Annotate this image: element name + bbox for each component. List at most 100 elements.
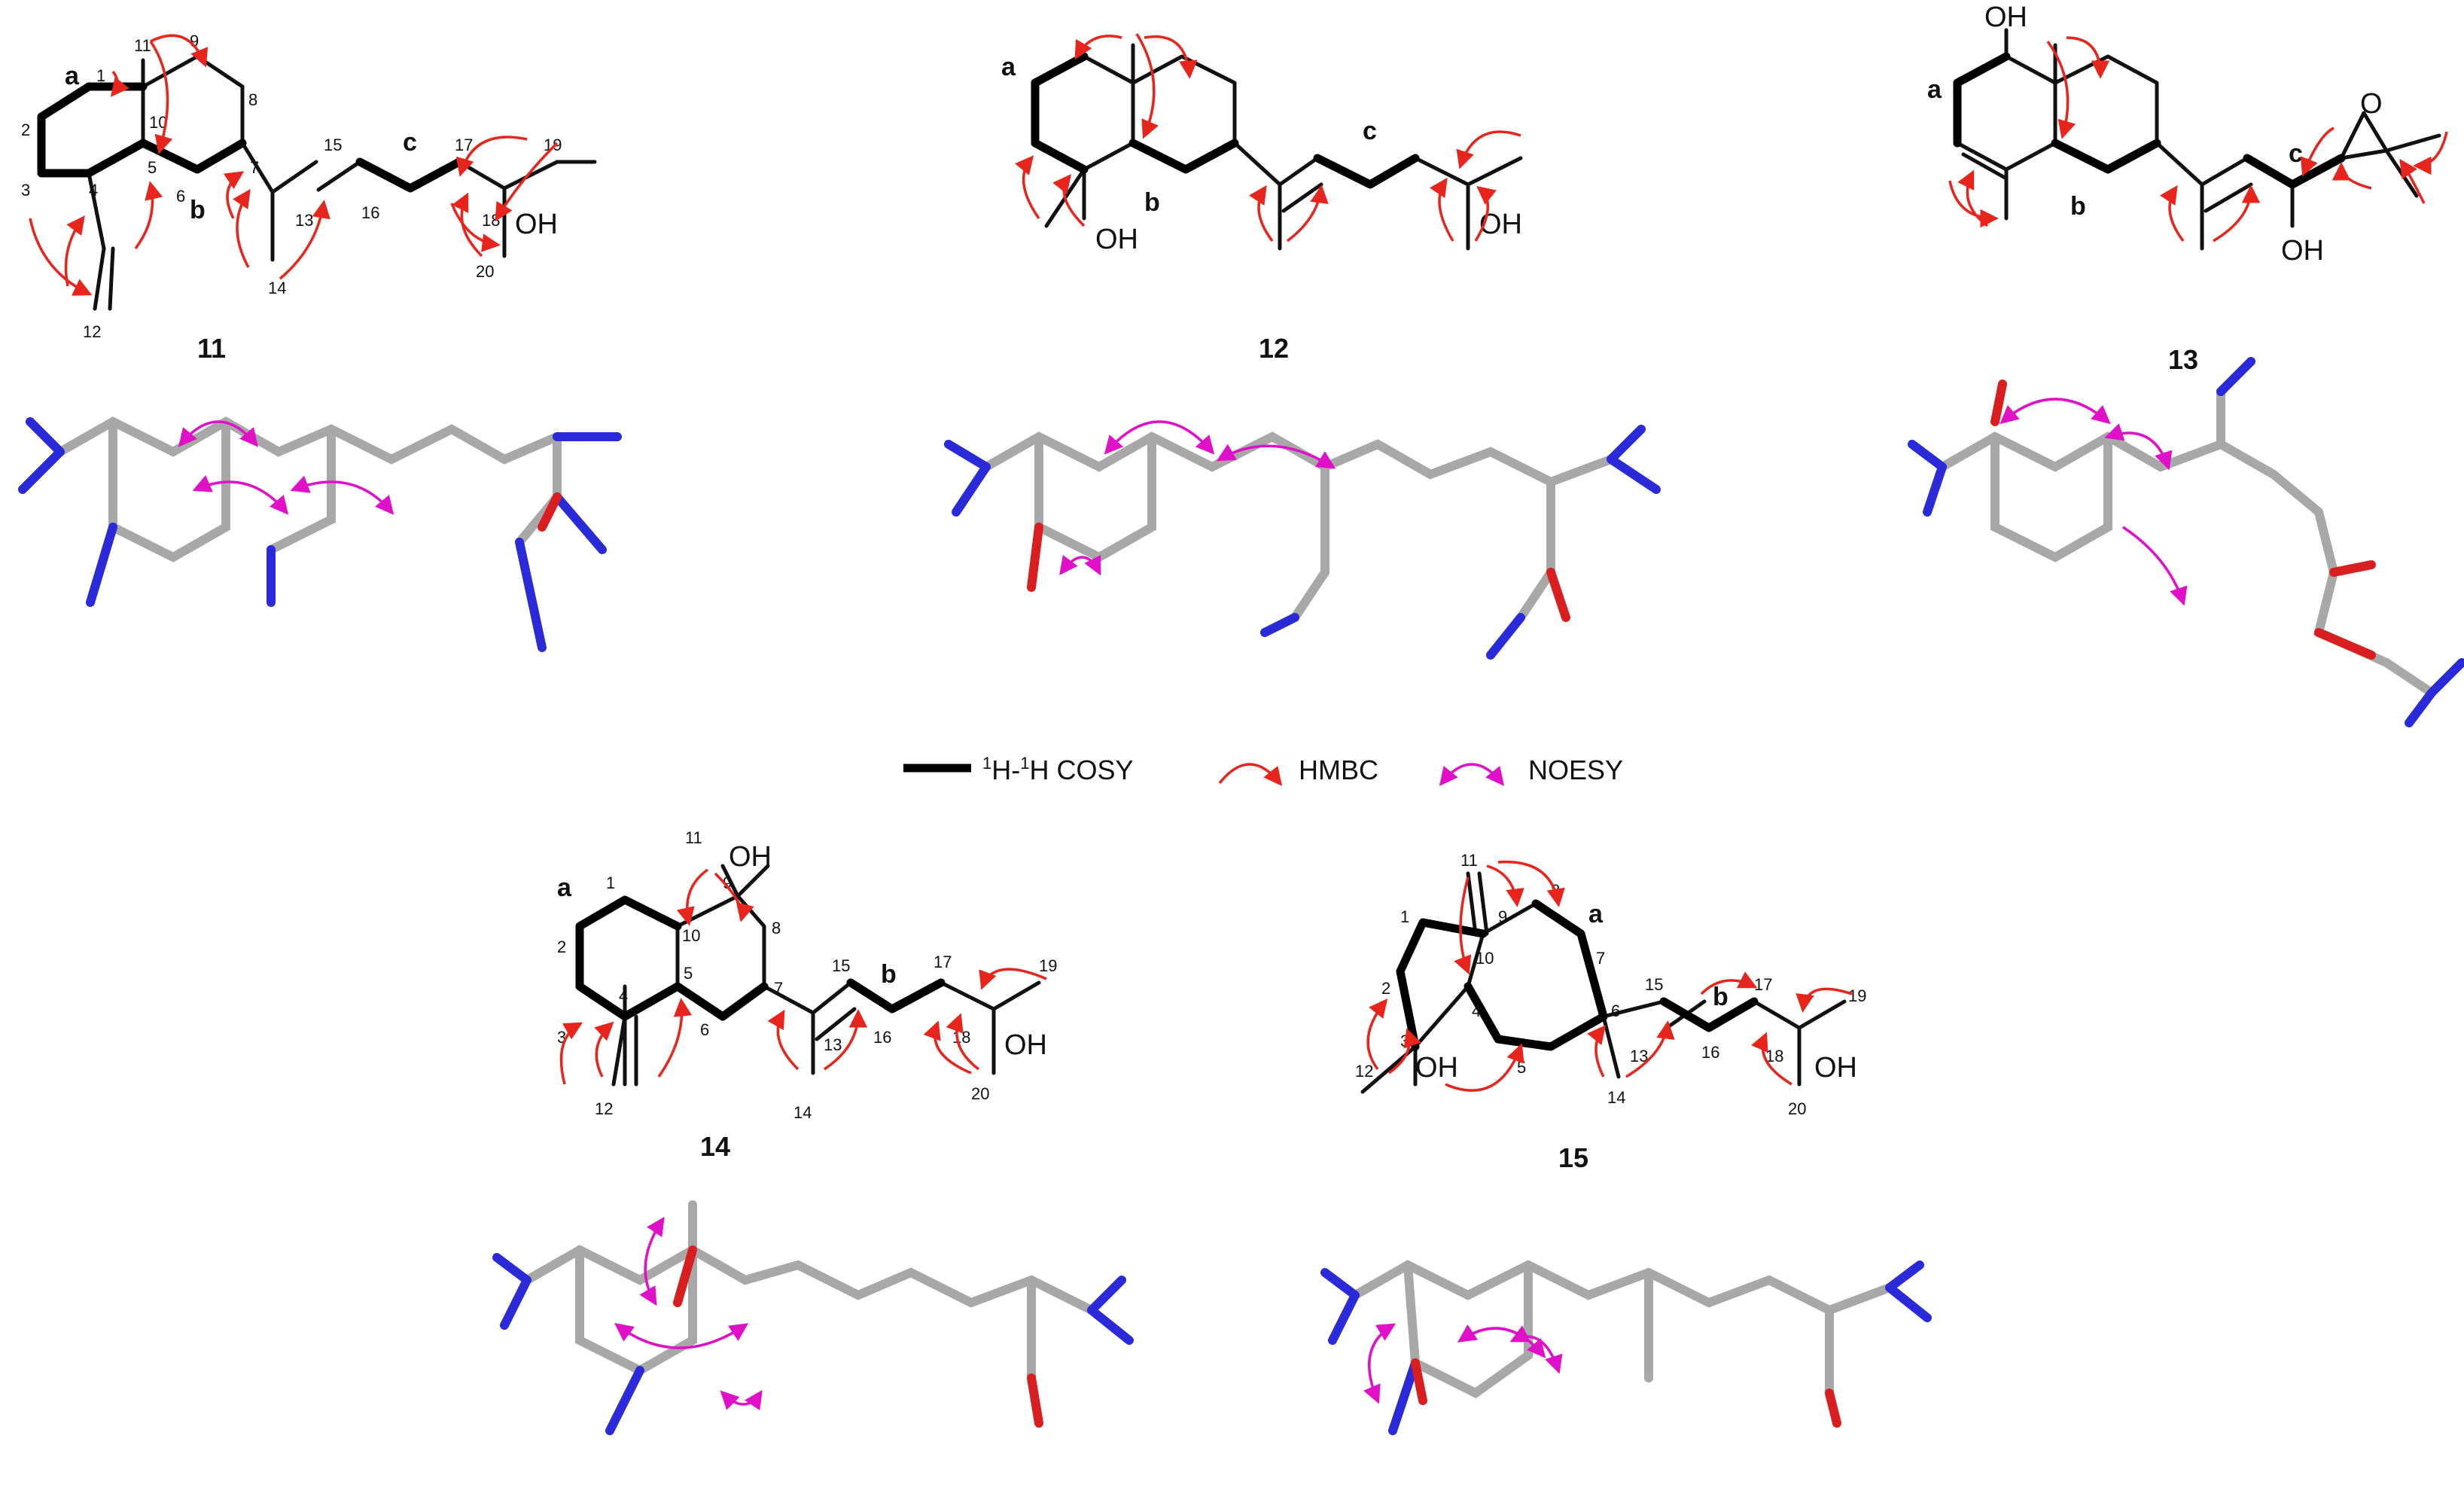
- spin-system-label-b: b: [1144, 188, 1160, 217]
- spin-system-label-b: b: [2070, 192, 2086, 221]
- atom-14-13: 13: [824, 1035, 842, 1054]
- atom-14-2: 2: [557, 937, 566, 956]
- hydroxyl-label: OH: [729, 841, 772, 873]
- atom-15-11: 11: [1460, 851, 1478, 870]
- compound-id-14: 14: [700, 1131, 730, 1162]
- conformer-11: [18, 416, 622, 652]
- atom-14-15: 15: [832, 956, 850, 975]
- atom-labels-14: 1 2 3 4 5 6 7 8 9 10 11 12 13 14 15 16 1…: [557, 828, 1057, 1122]
- spin-system-label-c: c: [403, 128, 417, 157]
- conformer-14: [492, 1200, 1134, 1435]
- hmbc-arrows-11: [29, 34, 559, 296]
- atom-14-8: 8: [772, 919, 781, 937]
- spin-system-label-a: a: [65, 62, 80, 90]
- atom-14-1: 1: [606, 873, 615, 892]
- atom-11-19: 19: [544, 136, 562, 154]
- atom-14-20: 20: [971, 1084, 989, 1103]
- atom-15-7: 7: [1596, 949, 1605, 968]
- atom-11-16: 16: [361, 203, 379, 222]
- atom-11-1: 1: [96, 66, 105, 85]
- atom-14-10: 10: [682, 926, 700, 945]
- atom-11-3: 3: [21, 181, 30, 200]
- atom-11-8: 8: [248, 90, 257, 109]
- hmbc-arrows-12: [1015, 33, 1521, 242]
- compound-id-12: 12: [1259, 333, 1289, 364]
- bonds-11: [87, 54, 597, 311]
- atom-11-18: 18: [482, 211, 500, 230]
- spin-system-label-c: c: [2289, 139, 2303, 168]
- hmbc-arrows-15: [1366, 860, 1853, 1092]
- hydroxyl-label: OH: [1415, 1052, 1458, 1084]
- conformer-12: [944, 420, 1661, 660]
- atom-14-19: 19: [1039, 956, 1057, 975]
- legend-noesy-swatch: [1439, 763, 1505, 786]
- hmbc-arrows-13: [1948, 36, 2448, 242]
- atom-14-14: 14: [793, 1103, 812, 1122]
- spin-system-label-c: c: [1363, 117, 1377, 145]
- conformer-15: [1320, 1260, 1932, 1435]
- atom-11-7: 7: [250, 158, 259, 177]
- legend-noesy-label: NOESY: [1528, 754, 1623, 785]
- atom-11-14: 14: [268, 279, 286, 297]
- atom-11-15: 15: [324, 136, 342, 154]
- atom-15-5: 5: [1517, 1058, 1526, 1077]
- structure-13: OH OH O a b c 13: [1927, 2, 2448, 375]
- atom-14-17: 17: [934, 953, 952, 971]
- compound-id-15: 15: [1558, 1142, 1588, 1173]
- hydroxyl-label: OH: [1814, 1052, 1857, 1084]
- atom-11-2: 2: [21, 120, 30, 139]
- atom-11-11: 11: [134, 36, 151, 55]
- legend: 1H-1H COSY HMBC NOESY: [903, 754, 1623, 786]
- atom-15-10: 10: [1476, 949, 1494, 968]
- compound-id-11: 11: [197, 333, 226, 364]
- hydroxyl-label: OH: [515, 209, 558, 240]
- atom-15-19: 19: [1848, 986, 1866, 1005]
- hmbc-arrows-14: [559, 868, 1047, 1085]
- atom-11-17: 17: [455, 136, 473, 154]
- conformer-13: [1908, 357, 2464, 727]
- spin-system-label-a: a: [557, 873, 572, 902]
- atom-11-20: 20: [476, 262, 494, 281]
- atom-14-11: 11: [685, 828, 702, 847]
- atom-15-12: 12: [1355, 1062, 1373, 1081]
- spin-system-label-a: a: [1927, 75, 1942, 104]
- hydroxyl-label: OH: [2281, 235, 2324, 267]
- atom-15-9: 9: [1498, 907, 1507, 926]
- atom-15-20: 20: [1788, 1099, 1806, 1118]
- atom-14-7: 7: [774, 979, 783, 998]
- atom-11-5: 5: [148, 158, 157, 177]
- atom-15-17: 17: [1754, 975, 1772, 994]
- atom-14-6: 6: [700, 1020, 709, 1039]
- atom-labels-11: 1 2 3 4 5 6 7 8 9 10 11 12 13 14 15 16 1…: [21, 32, 562, 341]
- atom-14-5: 5: [684, 964, 693, 983]
- atom-11-12: 12: [83, 322, 101, 341]
- structure-15: a b OH OH 1 2 3 4 5 6 7 8 9 10 11 12 13 …: [1355, 851, 1866, 1173]
- spin-system-label-b: b: [190, 196, 206, 224]
- legend-cosy-label: 1H-1H COSY: [982, 754, 1134, 785]
- atom-14-4: 4: [619, 986, 628, 1005]
- epoxide-oxygen-label: O: [2360, 88, 2383, 120]
- structure-12: a b c OH OH 12: [1001, 33, 1523, 364]
- atom-11-13: 13: [295, 211, 313, 230]
- spin-system-label-a: a: [1588, 900, 1604, 928]
- atom-14-12: 12: [595, 1099, 613, 1118]
- atom-15-4: 4: [1472, 1001, 1481, 1020]
- spin-system-label-b: b: [881, 960, 897, 989]
- hydroxyl-label: OH: [1004, 1029, 1047, 1061]
- atom-11-9: 9: [190, 32, 199, 50]
- atom-11-4: 4: [89, 181, 98, 200]
- legend-hmbc-label: HMBC: [1299, 754, 1378, 785]
- atom-14-16: 16: [873, 1028, 891, 1047]
- spin-system-label-b: b: [1713, 983, 1728, 1011]
- hydroxyl-label: OH: [1984, 2, 2027, 33]
- atom-14-18: 18: [952, 1028, 970, 1047]
- structure-14: a b OH OH 1 2 3 4 5 6 7 8 9 10 11 12 13 …: [557, 828, 1057, 1162]
- structure-11: 1 2 3 4 5 6 7 8 9 10 11 12 13 14 15 16 1…: [21, 32, 597, 364]
- atom-15-15: 15: [1645, 975, 1663, 994]
- legend-hmbc-swatch: [1218, 763, 1283, 786]
- atom-15-16: 16: [1701, 1043, 1719, 1062]
- atom-15-14: 14: [1607, 1088, 1625, 1107]
- atom-11-6: 6: [176, 187, 185, 206]
